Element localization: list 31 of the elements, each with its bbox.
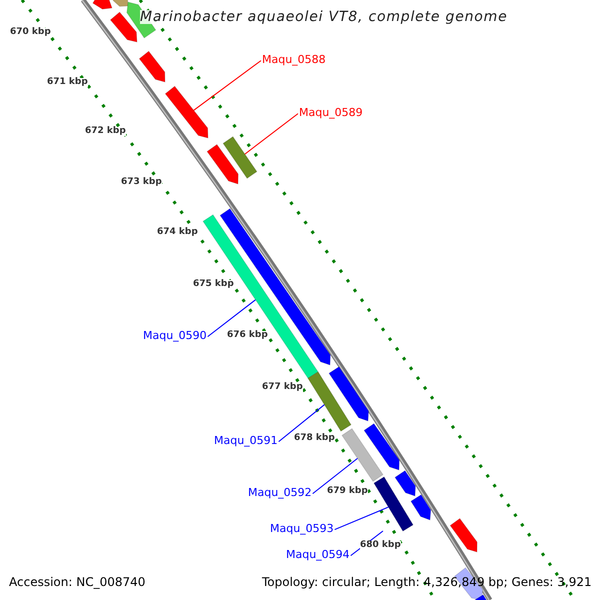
gene-label: Maqu_0594: [286, 549, 350, 560]
gene-bar: [373, 476, 414, 532]
gene-label: Maqu_0591: [214, 435, 278, 446]
gene-label: Maqu_0593: [270, 523, 334, 534]
scale-label: 679 kbp: [327, 487, 368, 496]
leader-line: [193, 60, 262, 111]
gene-bar: [307, 371, 352, 432]
gene-label: Maqu_0588: [262, 54, 326, 65]
scale-label: 680 kbp: [360, 541, 401, 550]
scale-label: 676 kbp: [227, 331, 268, 340]
scale-label: 677 kbp: [262, 383, 303, 392]
scale-label: 678 kbp: [294, 434, 335, 443]
leader-line: [278, 404, 325, 442]
footer-text: Accession: NC_008740: [9, 576, 146, 588]
leader-line: [312, 458, 358, 494]
scale-label: 671 kbp: [47, 78, 88, 87]
leader-line: [244, 113, 298, 155]
gene-label: Maqu_0592: [248, 487, 312, 498]
gene-label: Maqu_0590: [143, 330, 207, 341]
scale-label: 673 kbp: [121, 178, 162, 187]
gene-label: Maqu_0589: [299, 107, 363, 118]
leader-line: [207, 299, 256, 338]
scale-label: 675 kbp: [193, 280, 234, 289]
gene-bar: [342, 428, 384, 482]
scale-label: 672 kbp: [85, 127, 126, 136]
gene-bar: [222, 136, 258, 179]
leader-line: [334, 506, 389, 530]
gene-block: [164, 86, 208, 138]
title: Marinobacter aquaeolei VT8, complete genome: [140, 10, 508, 24]
footer-text: Topology: circular; Length: 4,326,849 bp; Genes: 3,921: [262, 576, 592, 588]
scale-label: 670 kbp: [10, 28, 51, 37]
